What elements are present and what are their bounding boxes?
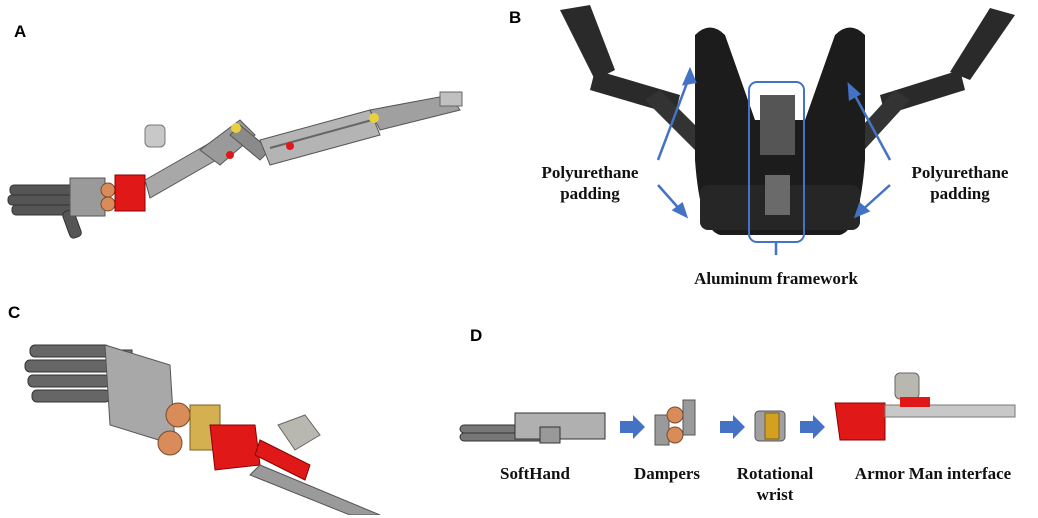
softhand-component [459,412,606,444]
panel-a-arm-illustration [7,91,463,239]
panel-label-a: A [14,22,27,41]
right-padding-label-line2: padding [930,184,990,203]
softhand-label: SoftHand [500,464,570,483]
rotational-wrist-label-line1: Rotational [736,464,814,483]
armor-man-interface-component [834,372,1016,441]
dampers-label: Dampers [633,464,701,483]
panel-label-d: D [470,326,483,345]
panel-label-b: B [509,8,522,27]
rotational-wrist-label: Rotational wrist [720,463,830,505]
armor-man-interface-label: Armor Man interface [854,464,1012,483]
right-padding-label: Polyurethane padding [900,162,1020,204]
left-padding-label-line1: Polyurethane [541,163,639,182]
rotational-wrist-component [754,410,786,442]
aluminum-framework-label: Aluminum framework [694,269,858,288]
left-padding-label-line2: padding [560,184,620,203]
rotational-wrist-label-line2: wrist [756,485,794,504]
padding-arrows [656,66,892,255]
panel-label-c: C [8,303,21,322]
dampers-component [654,399,696,446]
panel-b-vest-illustration [560,5,1015,255]
panel-d-components-illustration [459,372,1016,446]
right-padding-label-line1: Polyurethane [911,163,1009,182]
flow-arrows [620,415,825,439]
left-padding-label: Polyurethane padding [530,162,650,204]
panel-c-wrist-illustration [24,344,381,515]
